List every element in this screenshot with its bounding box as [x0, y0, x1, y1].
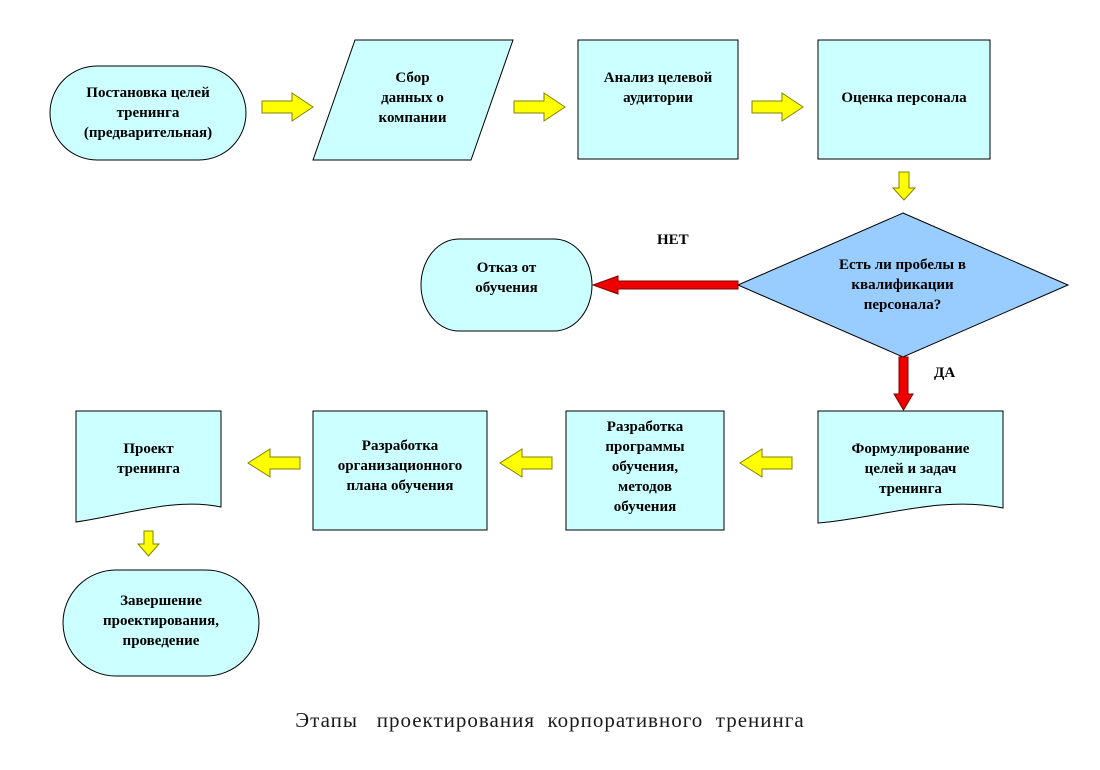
- node-shape-completion: [62, 569, 260, 677]
- node-data-collection: Сбор данных о компании: [378, 70, 447, 126]
- node-shape-goal-setting: [49, 65, 247, 161]
- arrow-left-1: [739, 448, 793, 478]
- arrow-no-branch: [591, 275, 739, 295]
- node-completion: Завершение проектирования, проведение: [102, 593, 219, 649]
- node-org-plan: Разработка организационного плана обучен…: [337, 438, 463, 494]
- arrow-right-3: [751, 92, 804, 122]
- edge-label-no: НЕТ: [657, 232, 689, 248]
- node-shape-org-plan: [312, 410, 488, 531]
- arrow-down-1: [891, 171, 917, 201]
- node-training-project: Проект тренинга: [117, 441, 180, 477]
- node-shape-program-development: [565, 410, 725, 531]
- arrow-left-3: [247, 448, 301, 478]
- node-goals-formulation: Формулирование целей и задач тренинга: [851, 441, 970, 497]
- arrow-right-2: [513, 92, 566, 122]
- arrow-left-2: [499, 448, 553, 478]
- arrow-right-1: [261, 92, 314, 122]
- node-goal-setting: Постановка целей тренинга (предварительн…: [83, 85, 213, 141]
- arrow-yes-branch: [893, 356, 914, 411]
- node-shape-training-project: [75, 410, 222, 523]
- node-shape-staff-assessment: [817, 39, 991, 160]
- node-skill-gap-decision: Есть ли пробелы в квалификации персонала…: [839, 257, 966, 313]
- diagram-caption: Этапы проектирования корпоративного трен…: [295, 708, 805, 732]
- edge-label-yes: ДА: [934, 365, 956, 381]
- arrow-down-2: [136, 530, 161, 557]
- node-audience-analysis: Анализ целевой аудитории: [603, 70, 713, 106]
- node-shape-audience-analysis: [577, 39, 739, 160]
- node-shape-data-collection: [312, 39, 514, 161]
- node-staff-assessment: Оценка персонала: [841, 90, 967, 106]
- node-shape-goals-formulation: [817, 410, 1004, 524]
- node-program-development: Разработка программы обучения, методов о…: [605, 419, 685, 515]
- node-refusal: Отказ от обучения: [475, 260, 538, 296]
